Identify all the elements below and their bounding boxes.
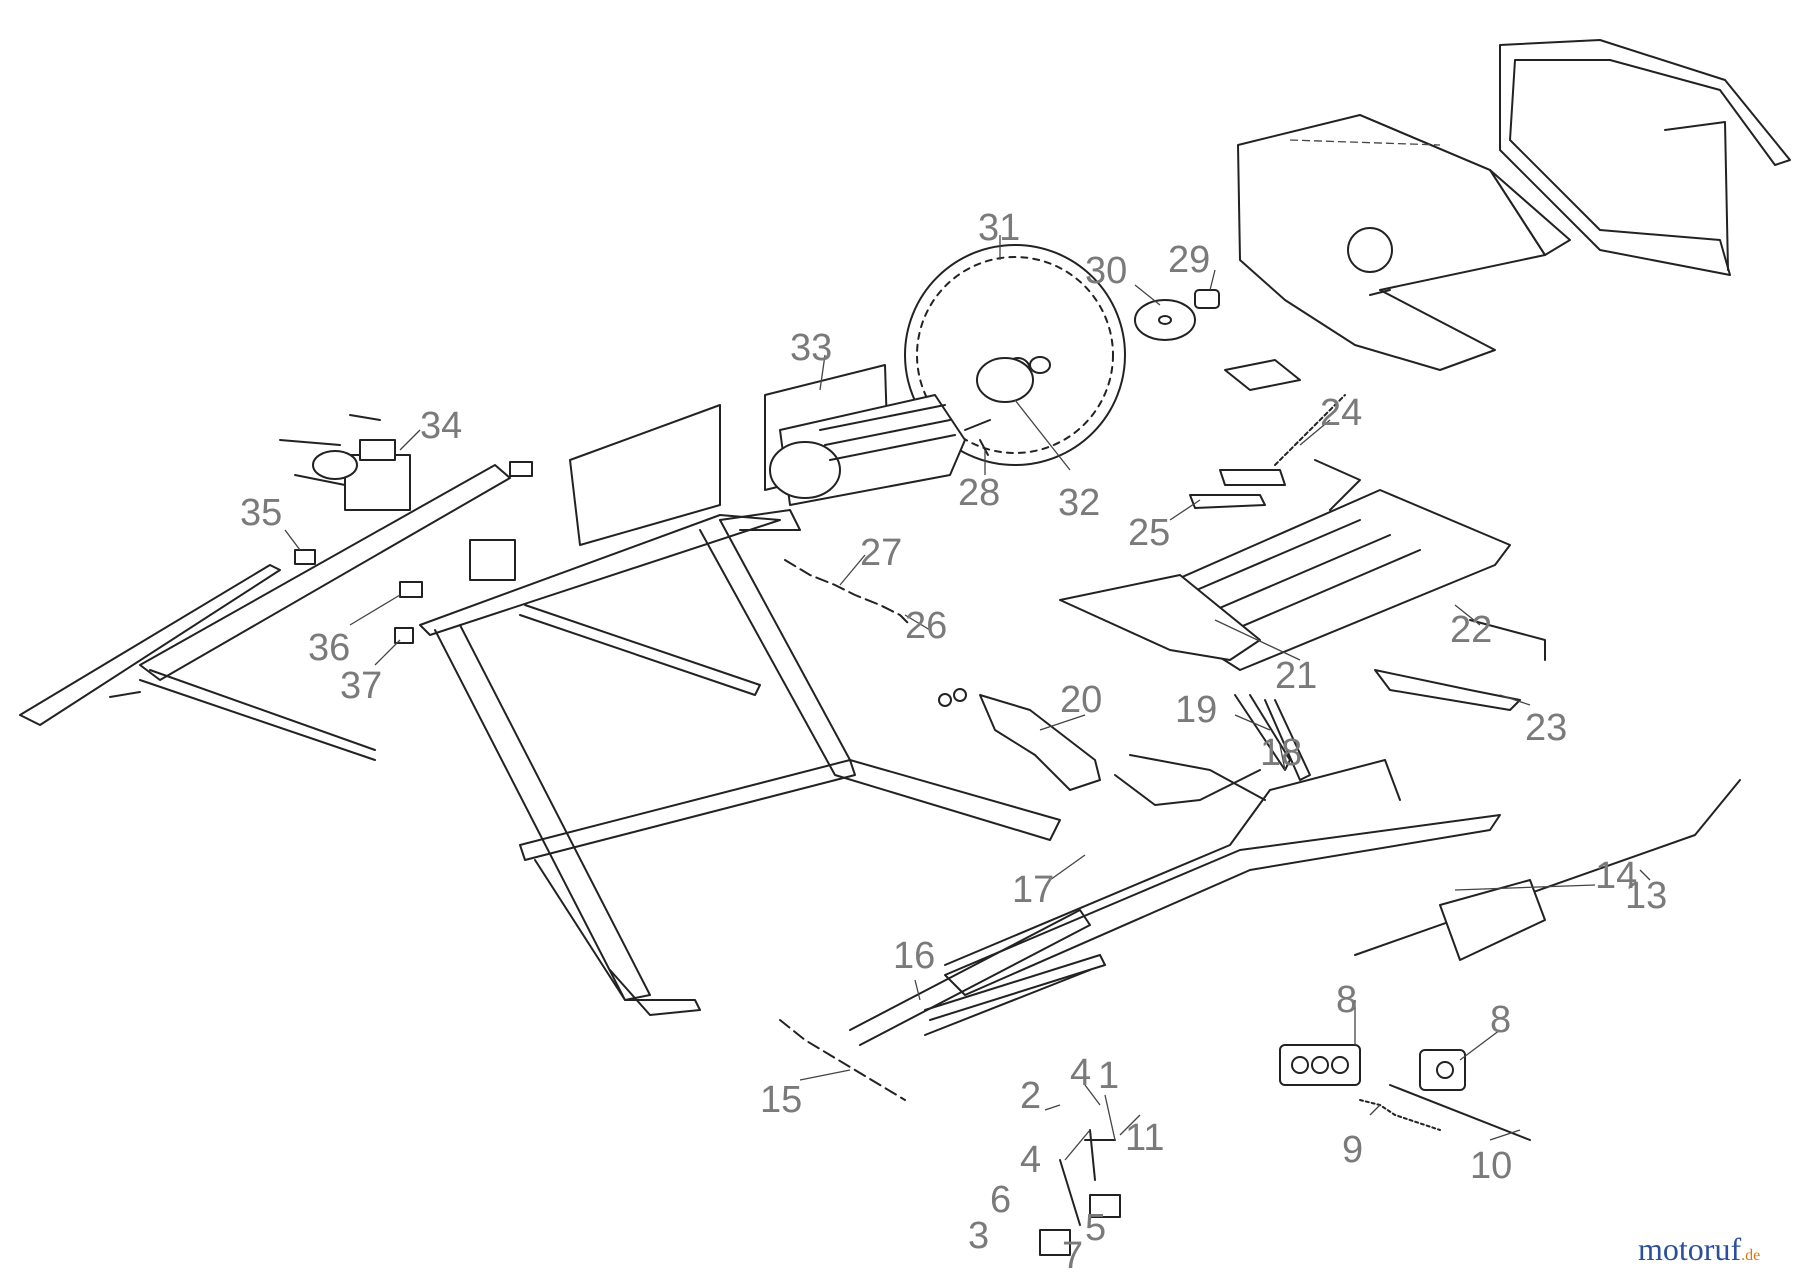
callout-34: 34 <box>420 405 462 447</box>
callout-22: 22 <box>1450 609 1492 651</box>
callout-19: 19 <box>1175 689 1217 731</box>
mounting-bracket-24 <box>1224 359 1301 391</box>
chain-upper <box>784 559 911 626</box>
main-stand-frame <box>419 404 1061 1016</box>
switch-box <box>279 414 411 511</box>
callout-30: 30 <box>1085 250 1127 292</box>
rocker-arms <box>1129 694 1311 801</box>
spring-9 <box>1359 1099 1441 1131</box>
svg-text:motoruf.de: motoruf.de <box>1638 1231 1760 1267</box>
callout-11: 11 <box>1125 1117 1164 1159</box>
tilting-table <box>1059 459 1511 671</box>
callout-15: 15 <box>760 1079 802 1121</box>
callout-20: 20 <box>1060 679 1102 721</box>
watermark-suffix: .de <box>1741 1247 1760 1264</box>
callout-10: 10 <box>1470 1145 1512 1187</box>
blade-flange-inner <box>976 356 1051 403</box>
callout-29: 29 <box>1168 239 1210 281</box>
guard-cover-plate <box>1289 39 1791 276</box>
bushing-group-8a <box>1279 1044 1361 1086</box>
watermark-brand: motoruf <box>1638 1231 1741 1267</box>
callout-3: 3 <box>968 1215 989 1257</box>
motor <box>764 364 991 506</box>
shaft-key <box>979 439 989 456</box>
callout-37: 37 <box>340 665 382 707</box>
chain-lower <box>779 1019 906 1101</box>
callout-21: 21 <box>1275 655 1317 697</box>
rod-bracket <box>1439 879 1546 961</box>
slide-arm <box>1374 619 1546 711</box>
callout-26: 26 <box>905 605 947 647</box>
bushing-8b <box>1419 1049 1466 1091</box>
callout-23: 23 <box>1525 707 1567 749</box>
motoruf-watermark-logo: motoruf.de <box>1638 1231 1760 1267</box>
callout-33: 33 <box>790 327 832 369</box>
blade-guard-hood <box>1237 114 1571 371</box>
callout-7: 7 <box>1062 1235 1083 1272</box>
callout-18: 18 <box>1260 732 1302 774</box>
rod-10 <box>1389 1084 1531 1141</box>
callout-8b: 8 <box>1490 999 1511 1041</box>
callout-28: 28 <box>958 472 1000 514</box>
blade-flange-outer <box>1134 299 1196 341</box>
leader-lines <box>284 235 1651 1161</box>
callout-4b: 4 <box>1020 1139 1041 1181</box>
callout-27: 27 <box>860 532 902 574</box>
callout-4a: 4 <box>1070 1052 1091 1094</box>
spring <box>1274 394 1346 466</box>
callout-32: 32 <box>1058 482 1100 524</box>
riving-knife <box>938 688 1101 791</box>
blade-nut <box>1194 289 1220 309</box>
callout-2: 2 <box>1020 1075 1041 1117</box>
callout-13: 13 <box>1625 875 1667 917</box>
callout-labels: 1 2 3 4 4 5 6 7 8 8 9 10 11 13 14 15 16 … <box>240 207 1667 1272</box>
table-slide-plates <box>1189 469 1286 509</box>
callout-8a: 8 <box>1336 979 1357 1021</box>
callout-36: 36 <box>308 627 350 669</box>
tray-lower-frame <box>849 909 1106 1046</box>
lever-handle <box>1039 1129 1121 1256</box>
callout-9: 9 <box>1342 1129 1363 1171</box>
callout-6: 6 <box>990 1179 1011 1221</box>
callout-5: 5 <box>1085 1207 1106 1249</box>
callout-16: 16 <box>893 935 935 977</box>
left-table-support-frame <box>19 461 533 761</box>
callout-14: 14 <box>1595 855 1637 897</box>
callout-1: 1 <box>1098 1055 1119 1097</box>
callout-25: 25 <box>1128 512 1170 554</box>
callout-24: 24 <box>1320 392 1362 434</box>
pull-rod <box>1354 779 1741 956</box>
callout-35: 35 <box>240 492 282 534</box>
callout-17: 17 <box>1012 869 1054 911</box>
feed-tray <box>944 759 1501 996</box>
callout-31: 31 <box>978 207 1020 249</box>
